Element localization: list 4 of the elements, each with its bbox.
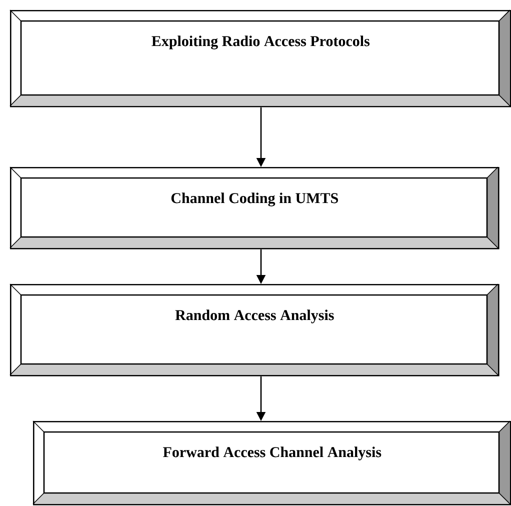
process-box: Forward Access Channel Analysis [32,420,511,506]
process-box: Random Access Analysis [10,284,500,376]
process-box: Exploiting Radio Access Protocols [10,10,511,108]
process-box: Channel Coding in UMTS [10,166,500,250]
